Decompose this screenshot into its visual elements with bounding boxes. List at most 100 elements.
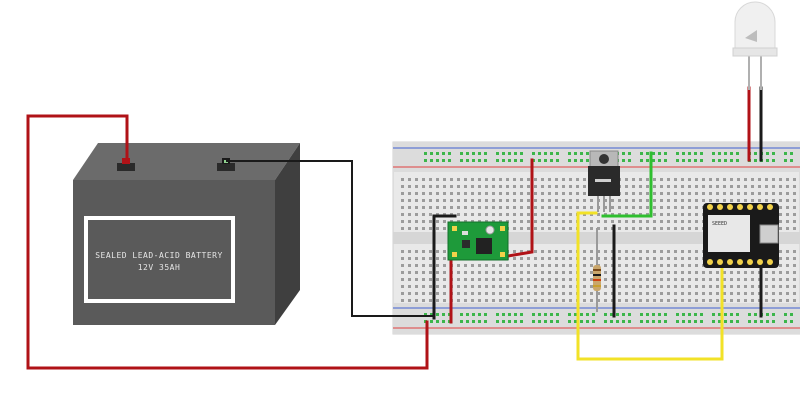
breadboard-hole bbox=[688, 320, 691, 323]
breadboard-hole bbox=[590, 257, 593, 260]
breadboard-hole bbox=[625, 278, 628, 281]
breadboard-hole bbox=[499, 213, 502, 216]
breadboard-hole bbox=[478, 178, 481, 181]
breadboard-hole bbox=[618, 292, 621, 295]
breadboard-hole bbox=[646, 278, 649, 281]
breadboard-hole bbox=[628, 159, 631, 162]
breadboard-hole bbox=[555, 213, 558, 216]
breadboard-hole bbox=[534, 264, 537, 267]
breadboard-hole bbox=[436, 152, 439, 155]
breadboard-hole bbox=[562, 220, 565, 223]
breadboard-hole bbox=[737, 271, 740, 274]
breadboard-hole bbox=[471, 299, 474, 302]
breadboard-hole bbox=[688, 292, 691, 295]
breadboard-hole bbox=[653, 264, 656, 267]
microcontroller-pin bbox=[707, 259, 713, 265]
breadboard-hole bbox=[716, 271, 719, 274]
breadboard-hole bbox=[586, 159, 589, 162]
breadboard-hole bbox=[429, 199, 432, 202]
breadboard-hole bbox=[464, 292, 467, 295]
breadboard-hole bbox=[422, 227, 425, 230]
breadboard-hole bbox=[422, 299, 425, 302]
breadboard-hole bbox=[401, 206, 404, 209]
breadboard-hole bbox=[688, 227, 691, 230]
breadboard-hole bbox=[534, 285, 537, 288]
breadboard-hole bbox=[786, 206, 789, 209]
breadboard-hole bbox=[513, 271, 516, 274]
breadboard-hole bbox=[443, 227, 446, 230]
breadboard-hole bbox=[569, 285, 572, 288]
breadboard-hole bbox=[674, 264, 677, 267]
breadboard-hole bbox=[574, 152, 577, 155]
breadboard-hole bbox=[658, 152, 661, 155]
breadboard-hole bbox=[580, 152, 583, 155]
breadboard-hole bbox=[709, 185, 712, 188]
breadboard-hole bbox=[618, 227, 621, 230]
breadboard-hole bbox=[408, 278, 411, 281]
breadboard-hole bbox=[583, 292, 586, 295]
breadboard-hole bbox=[556, 320, 559, 323]
breadboard-hole bbox=[674, 220, 677, 223]
breadboard-hole bbox=[429, 250, 432, 253]
breadboard-hole bbox=[408, 292, 411, 295]
breadboard-hole bbox=[790, 159, 793, 162]
breadboard-hole bbox=[688, 159, 691, 162]
breadboard-hole bbox=[632, 278, 635, 281]
breadboard-hole bbox=[569, 278, 572, 281]
breadboard-hole bbox=[688, 152, 691, 155]
breadboard-hole bbox=[541, 192, 544, 195]
breadboard-hole bbox=[625, 257, 628, 260]
breadboard-hole bbox=[583, 178, 586, 181]
breadboard-hole bbox=[464, 299, 467, 302]
breadboard-hole bbox=[772, 271, 775, 274]
breadboard-hole bbox=[534, 292, 537, 295]
breadboard-hole bbox=[538, 159, 541, 162]
breadboard-hole bbox=[443, 250, 446, 253]
breadboard-hole bbox=[569, 257, 572, 260]
breadboard-hole bbox=[460, 159, 463, 162]
breadboard-hole bbox=[520, 285, 523, 288]
breadboard-hole bbox=[422, 292, 425, 295]
breadboard-hole bbox=[520, 206, 523, 209]
breadboard-hole bbox=[590, 227, 593, 230]
breadboard-hole bbox=[580, 320, 583, 323]
breadboard-hole bbox=[700, 320, 703, 323]
breadboard-hole bbox=[716, 299, 719, 302]
breadboard-hole bbox=[737, 292, 740, 295]
breadboard-hole bbox=[737, 178, 740, 181]
breadboard-hole bbox=[730, 199, 733, 202]
breadboard-hole bbox=[744, 285, 747, 288]
breadboard-hole bbox=[555, 185, 558, 188]
breadboard-hole bbox=[548, 192, 551, 195]
breadboard-hole bbox=[718, 152, 721, 155]
breadboard-hole bbox=[586, 320, 589, 323]
breadboard-hole bbox=[460, 152, 463, 155]
breadboard-hole bbox=[639, 199, 642, 202]
breadboard-hole bbox=[527, 220, 530, 223]
breadboard-hole bbox=[653, 299, 656, 302]
breadboard-hole bbox=[436, 199, 439, 202]
breadboard-hole bbox=[681, 227, 684, 230]
breadboard-hole bbox=[513, 257, 516, 260]
breadboard-hole bbox=[667, 227, 670, 230]
breadboard-hole bbox=[583, 206, 586, 209]
breadboard-hole bbox=[464, 271, 467, 274]
breadboard-hole bbox=[471, 278, 474, 281]
breadboard-hole bbox=[674, 278, 677, 281]
breadboard-hole bbox=[604, 292, 607, 295]
breadboard-hole bbox=[429, 206, 432, 209]
breadboard-hole bbox=[569, 192, 572, 195]
transistor-green-wire bbox=[601, 151, 653, 218]
breadboard-hole bbox=[653, 213, 656, 216]
breadboard-hole bbox=[408, 271, 411, 274]
breadboard-hole bbox=[604, 278, 607, 281]
breadboard-hole bbox=[520, 199, 523, 202]
breadboard-hole bbox=[618, 264, 621, 267]
breadboard-hole bbox=[640, 320, 643, 323]
breadboard-hole bbox=[555, 192, 558, 195]
breadboard-hole bbox=[786, 292, 789, 295]
breadboard-hole bbox=[499, 299, 502, 302]
breadboard-hole bbox=[408, 285, 411, 288]
breadboard-hole bbox=[541, 292, 544, 295]
breadboard-hole bbox=[597, 227, 600, 230]
